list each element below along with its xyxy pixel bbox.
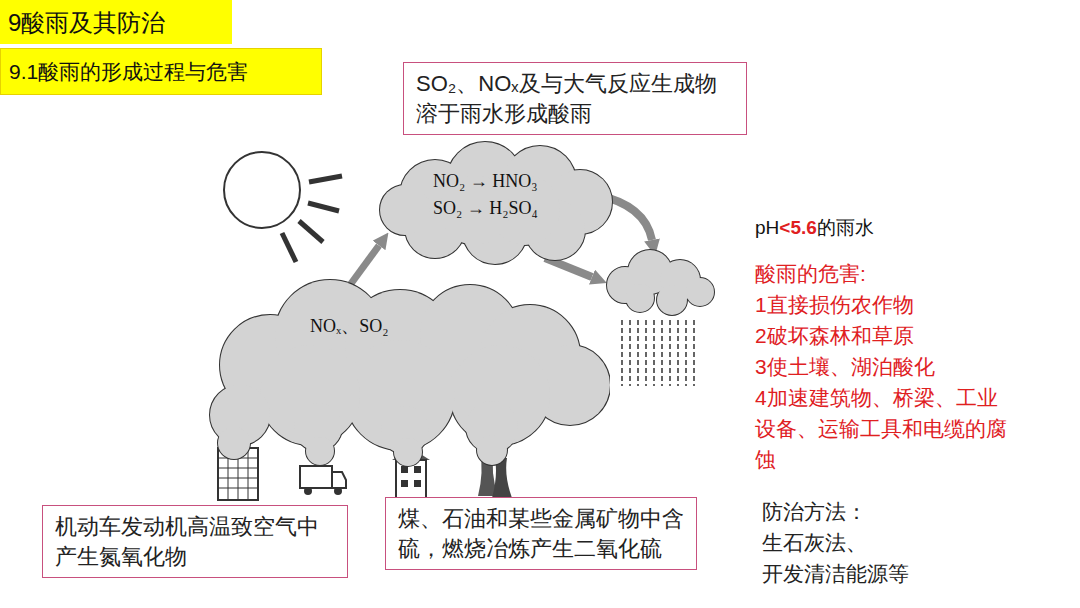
source-box: 煤、石油和某些金属矿物中含硫，燃烧冶炼产生二氧化硫 <box>385 497 697 570</box>
emission-cloud: NOₓ、SO₂ <box>200 255 610 485</box>
box-text: 机动车发动机高温致空气中产生氮氧化物 <box>55 512 335 571</box>
section-heading: 9.1酸雨的形成过程与危害 <box>0 48 322 95</box>
box-text: 煤、石油和某些金属矿物中含硫，燃烧冶炼产生二氧化硫 <box>398 504 684 563</box>
rain-streak <box>669 320 671 386</box>
method-heading: 防治方法： <box>762 496 867 527</box>
cloud-lobe <box>394 438 422 466</box>
sun-ray <box>309 176 342 182</box>
harm-item: 4加速建筑物、桥梁、工业设备、运输工具和电缆的腐蚀 <box>755 382 1007 475</box>
method-item: 生石灰法、 <box>762 527 867 558</box>
truck-cab <box>332 472 346 488</box>
cloud-shape <box>200 255 610 485</box>
cloud-lobe <box>380 185 430 235</box>
window <box>401 466 408 473</box>
text-run: <5.6 <box>779 217 817 238</box>
text-run: pH <box>755 217 779 238</box>
cloud-lobe <box>218 427 250 459</box>
rain-streak <box>653 320 655 386</box>
sun-ray <box>299 221 323 242</box>
rain-streak <box>661 320 663 386</box>
note-box: SO₂、NOₓ及与大气反应生成物溶于雨水形成酸雨 <box>403 62 747 135</box>
method-item: 开发清洁能源等 <box>762 558 909 589</box>
harm-item: 3使土壤、湖泊酸化 <box>755 351 935 382</box>
rain-streak <box>629 320 631 386</box>
cloud-outline <box>210 280 610 466</box>
window <box>414 466 421 473</box>
cloud-outline <box>607 250 714 315</box>
flow-arrow <box>350 245 379 285</box>
cloud-outline <box>380 142 612 264</box>
cloud-lobe <box>686 278 714 306</box>
cloud-fill <box>607 250 714 315</box>
cloud-lobe <box>306 437 334 465</box>
truck <box>300 466 346 495</box>
cloud-lobe <box>657 285 687 315</box>
cloud-lobe <box>306 437 334 465</box>
formula-text: SO₂ → H₂SO₄ <box>433 195 573 222</box>
sun-ray <box>308 203 339 211</box>
formula-text: NOₓ、SO₂ <box>310 313 440 340</box>
wheel <box>334 487 342 495</box>
cloud-lobe <box>626 284 654 312</box>
source-box: 机动车发动机高温致空气中产生氮氧化物 <box>42 505 348 578</box>
cloud-fill <box>210 280 610 466</box>
rain-streak <box>621 320 623 386</box>
reaction-cloud: NO₂ → HNO₃SO₂ → H₂SO₄ <box>375 140 625 265</box>
rain-streak <box>677 320 679 386</box>
cloud-lobe <box>477 435 507 465</box>
cloud-text: NOₓ、SO₂ <box>310 313 440 340</box>
rain-cloud <box>607 250 714 315</box>
slide-title: 9酸雨及其防治 <box>0 0 232 44</box>
truck-body <box>300 466 332 488</box>
cloud-lobe <box>626 284 654 312</box>
cloud-fill <box>380 142 612 264</box>
box-text: SO₂、NOₓ及与大气反应生成物溶于雨水形成酸雨 <box>416 69 734 128</box>
cloud-lobe <box>394 438 422 466</box>
sun-disc <box>224 152 300 228</box>
cloud-lobe <box>657 285 687 315</box>
cloud-lobe <box>218 427 250 459</box>
window <box>414 480 421 487</box>
rain <box>622 320 694 386</box>
rain-streak <box>645 320 647 386</box>
sun-ray <box>282 233 296 262</box>
wheel <box>304 487 312 495</box>
ph-note: pH<5.6的雨水 <box>755 212 874 243</box>
cloud-lobe <box>686 278 714 306</box>
formula-text: NO₂ → HNO₃ <box>433 168 573 195</box>
window <box>401 480 408 487</box>
text-run: 的雨水 <box>817 217 874 238</box>
harm-item: 2破坏森林和草原 <box>755 320 914 351</box>
sun <box>224 152 342 262</box>
rain-streak <box>637 320 639 386</box>
rain-streak <box>693 320 695 386</box>
rain-streak <box>685 320 687 386</box>
harm-item: 1直接损伤农作物 <box>755 289 914 320</box>
cloud-text: NO₂ → HNO₃SO₂ → H₂SO₄ <box>433 168 573 222</box>
harm-heading: 酸雨的危害: <box>755 258 866 289</box>
cloud-lobe <box>477 435 507 465</box>
cloud-lobe <box>380 185 430 235</box>
